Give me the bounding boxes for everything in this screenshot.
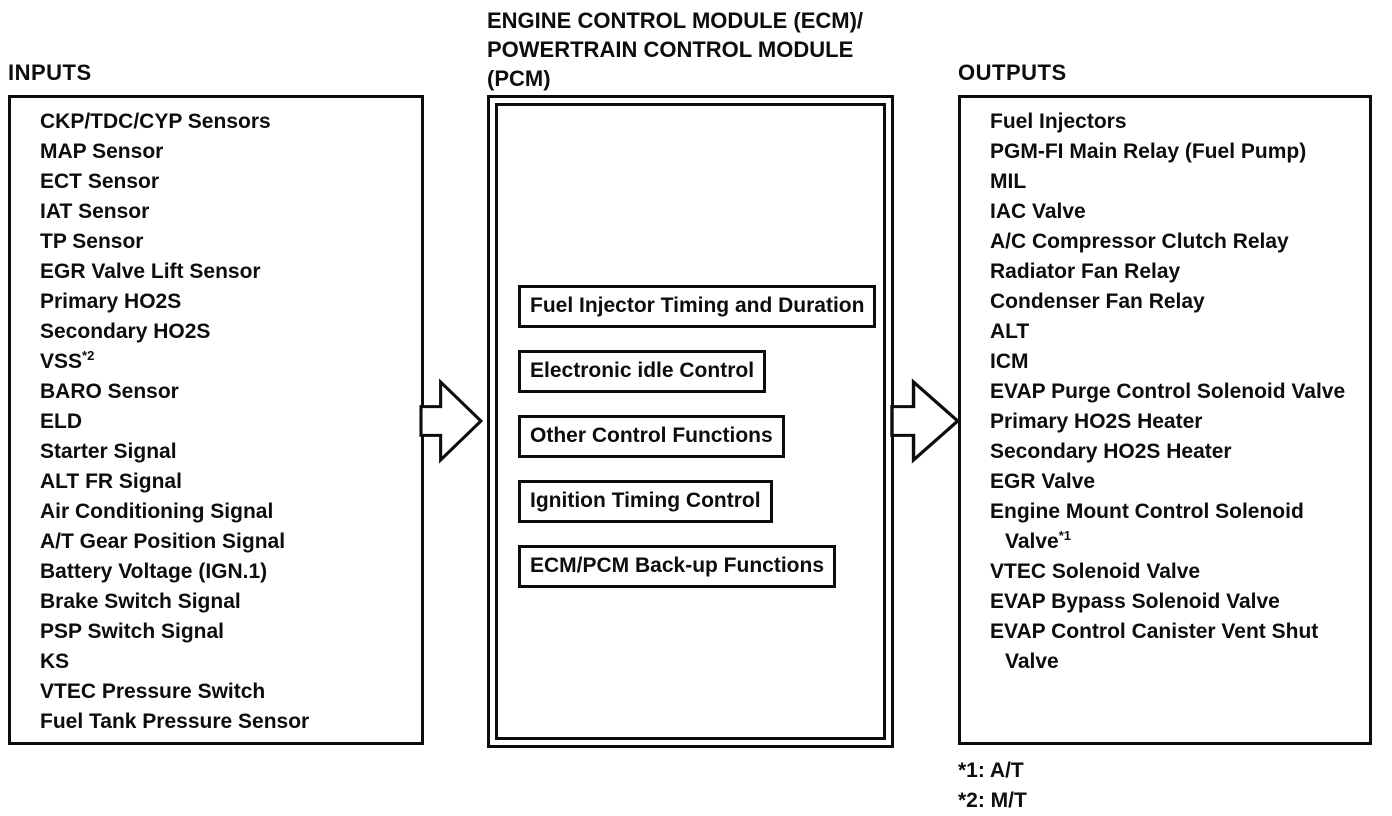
input-item: Fuel Tank Pressure Sensor (40, 710, 310, 733)
ecm-function-box: ECM/PCM Back-up Functions (518, 545, 837, 588)
output-item: ICM (990, 350, 1029, 373)
input-item: VSS*2 (40, 348, 95, 373)
input-item: ECT Sensor (40, 170, 160, 193)
ecm-title-line: ENGINE CONTROL MODULE (ECM)/ (487, 8, 864, 33)
output-item: EVAP Bypass Solenoid Valve (990, 590, 1280, 613)
ecm-title: ENGINE CONTROL MODULE (ECM)/ POWERTRAIN C… (487, 6, 863, 93)
output-item: PGM-FI Main Relay (Fuel Pump) (990, 140, 1307, 163)
footnotes-line: *1: A/T (958, 759, 1024, 782)
output-item: EVAP Purge Control Solenoid Valve (990, 380, 1346, 403)
ecm-function-box: Fuel Injector Timing and Duration (518, 285, 877, 328)
output-item: ALT (990, 320, 1030, 343)
footnotes: *1: A/T *2: M/T (958, 756, 1027, 816)
input-item: Secondary HO2S (40, 320, 211, 343)
output-item: Secondary HO2S Heater (990, 440, 1232, 463)
output-item: Primary HO2S Heater (990, 410, 1203, 433)
input-item: Battery Voltage (IGN.1) (40, 560, 268, 583)
input-item: VTEC Pressure Switch (40, 680, 266, 703)
input-item: Starter Signal (40, 440, 177, 463)
input-item: Brake Switch Signal (40, 590, 241, 613)
input-item: TP Sensor (40, 230, 144, 253)
ecm-to-outputs-arrow-icon (890, 378, 961, 464)
input-item: PSP Switch Signal (40, 620, 224, 643)
input-item: ELD (40, 410, 82, 433)
input-item: BARO Sensor (40, 380, 179, 403)
inputs-title: INPUTS (8, 60, 92, 85)
ecm-title-line: (PCM) (487, 66, 551, 91)
ecm-function-box: Other Control Functions (518, 415, 785, 458)
output-item: Engine Mount Control Solenoid Valve*1 (990, 500, 1304, 553)
input-item: ALT FR Signal (40, 470, 182, 493)
inputs-to-ecm-arrow-icon (419, 378, 484, 464)
ecm-function-box: Ignition Timing Control (518, 480, 773, 523)
input-item: IAT Sensor (40, 200, 150, 223)
ecm-title-line: POWERTRAIN CONTROL MODULE (487, 37, 854, 62)
input-item: Primary HO2S (40, 290, 182, 313)
outputs-title: OUTPUTS (958, 60, 1067, 85)
output-item: VTEC Solenoid Valve (990, 560, 1201, 583)
output-item: MIL (990, 170, 1027, 193)
output-item: EGR Valve (990, 470, 1096, 493)
input-item: A/T Gear Position Signal (40, 530, 286, 553)
ecm-function-box: Electronic idle Control (518, 350, 767, 393)
output-item: IAC Valve (990, 200, 1086, 223)
input-item: EGR Valve Lift Sensor (40, 260, 261, 283)
footnotes-line: *2: M/T (958, 789, 1027, 812)
output-item: Fuel Injectors (990, 110, 1127, 133)
input-item: CKP/TDC/CYP Sensors (40, 110, 271, 133)
input-item: KS (40, 650, 70, 673)
output-item: Condenser Fan Relay (990, 290, 1205, 313)
output-item: EVAP Control Canister Vent Shut Valve (990, 620, 1319, 673)
input-item: Air Conditioning Signal (40, 500, 274, 523)
output-item: A/C Compressor Clutch Relay (990, 230, 1289, 253)
input-item: MAP Sensor (40, 140, 164, 163)
output-item: Radiator Fan Relay (990, 260, 1181, 283)
